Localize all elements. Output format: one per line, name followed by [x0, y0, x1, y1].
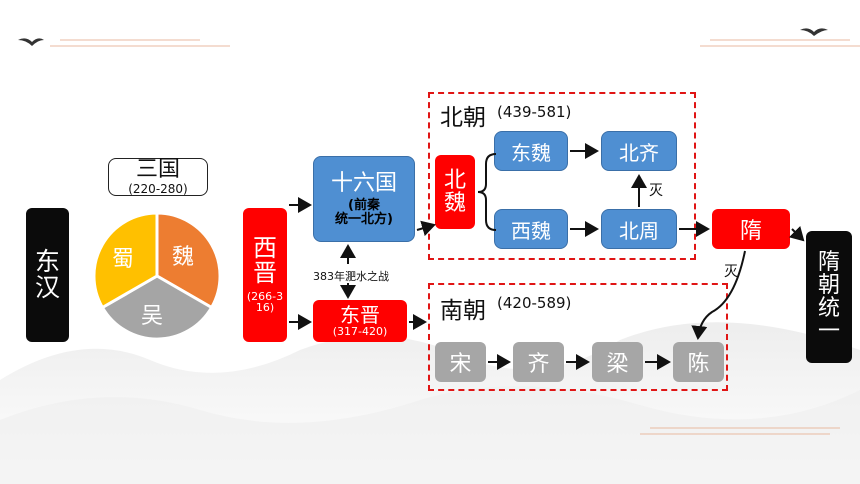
northern-dynasties-years: (439-581)	[497, 103, 572, 121]
sui-node[interactable]: 隋	[712, 209, 790, 249]
northern-mie-label: 灭	[649, 183, 663, 199]
sixteen-kingdoms-node[interactable]: 十六国 (前秦 统一北方)	[313, 156, 415, 242]
western-wei-node[interactable]: 西魏	[494, 209, 568, 249]
unify-char-3: 统	[817, 296, 840, 321]
western-jin-label-1: 西	[253, 234, 277, 263]
northern-dynasties-box	[428, 92, 696, 260]
sixteen-kingdoms-note-1: (前秦	[348, 197, 380, 213]
three-kingdoms-years: (220-280)	[128, 182, 188, 196]
unify-char-2: 朝	[817, 272, 840, 298]
song-label: 宋	[449, 352, 472, 377]
wu-label: 吴	[141, 304, 164, 329]
three-kingdoms-title: 三国	[135, 157, 180, 182]
feishui-battle-label: 383年淝水之战	[312, 268, 390, 284]
unify-char-4: 一	[817, 319, 840, 345]
western-wei-label: 西魏	[511, 218, 551, 243]
southern-dynasties-years: (420-589)	[497, 294, 572, 312]
western-jin-node[interactable]: 西 晋 (266-316)	[243, 208, 287, 342]
western-jin-years: (266-316)	[246, 289, 284, 315]
bird-icon	[800, 28, 828, 36]
liang-node[interactable]: 梁	[592, 342, 643, 382]
northern-qi-node[interactable]: 北齐	[601, 131, 677, 171]
northern-wei-node[interactable]: 北 魏	[435, 155, 475, 229]
eastern-han-label-1: 东	[34, 246, 60, 276]
northern-zhou-node[interactable]: 北周	[601, 209, 677, 249]
split-brace	[477, 153, 497, 231]
western-jin-label-2: 晋	[253, 259, 277, 288]
chen-label: 陈	[687, 352, 710, 377]
northern-qi-label: 北齐	[619, 140, 659, 165]
sui-unification-node[interactable]: 隋 朝 统 一	[806, 231, 852, 363]
unify-char-1: 隋	[817, 249, 840, 275]
sixteen-kingdoms-note-2: 统一北方)	[335, 211, 393, 227]
eastern-jin-node[interactable]: 东晋 (317-420)	[313, 300, 407, 342]
eastern-han-node[interactable]: 东 汉	[26, 208, 69, 342]
northern-zhou-label: 北周	[619, 218, 659, 243]
northern-dynasties-title: 北朝	[440, 105, 486, 131]
song-node[interactable]: 宋	[435, 342, 486, 382]
northern-wei-label-1: 北	[443, 167, 466, 193]
eastern-wei-node[interactable]: 东魏	[494, 131, 568, 171]
shu-label: 蜀	[112, 247, 135, 272]
shu-slice	[92, 211, 159, 310]
qi-node[interactable]: 齐	[513, 342, 564, 382]
chen-node[interactable]: 陈	[673, 342, 724, 382]
three-kingdoms-title-box: 三国 (220-280)	[108, 158, 208, 196]
qi-label: 齐	[527, 352, 550, 377]
three-kingdoms-pie	[92, 211, 222, 341]
eastern-han-label-2: 汉	[34, 273, 60, 302]
sixteen-kingdoms-title: 十六国	[330, 170, 397, 196]
eastern-wei-label: 东魏	[511, 140, 551, 165]
eastern-jin-years: (317-420)	[332, 324, 388, 338]
bird-icon	[18, 38, 44, 46]
eastern-jin-label: 东晋	[340, 302, 380, 327]
liang-label: 梁	[606, 352, 629, 377]
northern-wei-label-2: 魏	[443, 191, 466, 216]
sui-label: 隋	[739, 219, 762, 244]
southern-dynasties-title: 南朝	[440, 298, 486, 324]
sui-mie-label: 灭	[724, 264, 738, 280]
wei-label: 魏	[172, 245, 195, 270]
